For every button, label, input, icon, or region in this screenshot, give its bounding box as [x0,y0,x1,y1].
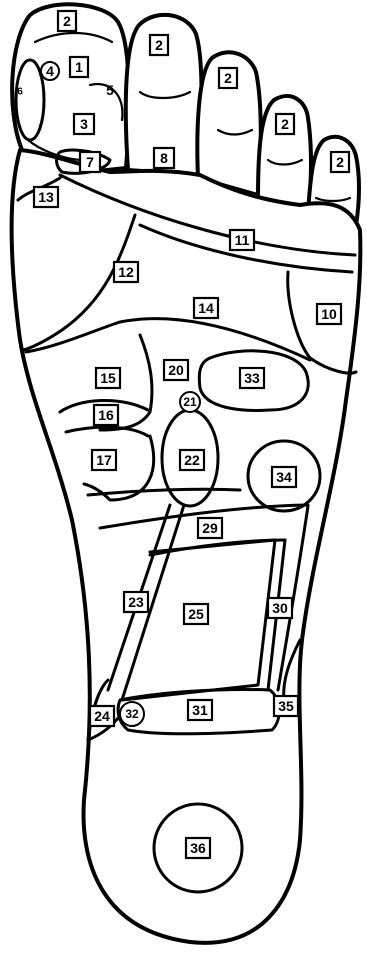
svg-text:4: 4 [46,63,54,79]
label-z12: 12 [114,262,138,282]
label-z7: 7 [80,152,100,172]
svg-text:16: 16 [98,407,114,423]
svg-text:35: 35 [278,698,294,714]
label-z23: 23 [124,592,148,612]
label-z8: 8 [154,148,174,168]
svg-text:17: 17 [96,452,112,468]
svg-text:10: 10 [321,306,337,322]
svg-text:29: 29 [202,520,218,536]
label-z10: 10 [317,304,341,324]
label-z24: 24 [90,706,114,726]
label-z2e: 2 [331,152,349,172]
svg-text:2: 2 [224,70,232,86]
svg-text:31: 31 [192,702,208,718]
svg-text:1: 1 [75,59,83,75]
svg-text:21: 21 [183,395,197,409]
svg-text:22: 22 [184,452,200,468]
svg-text:5: 5 [106,82,114,98]
label-z35: 35 [274,696,298,716]
label-z5: 5 [106,82,114,98]
svg-text:2: 2 [336,154,344,170]
svg-text:23: 23 [128,594,144,610]
label-z30: 30 [268,598,292,618]
label-z25: 25 [184,604,208,624]
svg-text:2: 2 [155,37,163,53]
svg-text:7: 7 [86,154,94,170]
label-z36: 36 [186,838,210,858]
label-z2a: 2 [58,11,76,31]
svg-text:25: 25 [188,606,204,622]
svg-text:14: 14 [198,300,214,316]
svg-text:24: 24 [94,708,110,724]
label-z29: 29 [198,518,222,538]
label-z31: 31 [188,700,212,720]
svg-text:3: 3 [80,116,88,132]
label-z20: 20 [164,360,188,380]
label-z16: 16 [94,405,118,425]
svg-text:6: 6 [17,87,23,98]
label-z15: 15 [96,368,120,388]
svg-text:8: 8 [160,150,168,166]
svg-text:13: 13 [38,189,54,205]
label-z2c: 2 [219,68,237,88]
svg-text:2: 2 [63,13,71,29]
svg-text:30: 30 [272,600,288,616]
label-z33: 33 [240,368,264,388]
svg-text:32: 32 [125,707,139,721]
svg-text:12: 12 [118,264,134,280]
label-z34: 34 [272,467,296,487]
svg-text:11: 11 [235,232,250,248]
label-z3: 3 [74,114,94,134]
label-z2d: 2 [276,114,294,134]
svg-text:36: 36 [190,840,206,856]
label-z6: 6 [17,87,23,98]
svg-text:20: 20 [168,362,184,378]
label-z32: 32 [120,702,144,726]
svg-text:34: 34 [276,469,292,485]
label-z4: 4 [41,62,59,80]
label-z1: 1 [70,57,88,77]
label-z13: 13 [34,187,58,207]
label-z21: 21 [180,392,200,412]
label-z14: 14 [194,298,218,318]
label-z2b: 2 [150,35,168,55]
label-z11: 11 [230,230,254,250]
svg-text:2: 2 [281,116,289,132]
svg-text:33: 33 [244,370,260,386]
label-z22: 22 [180,450,204,470]
label-z17: 17 [92,450,116,470]
svg-text:15: 15 [100,370,116,386]
